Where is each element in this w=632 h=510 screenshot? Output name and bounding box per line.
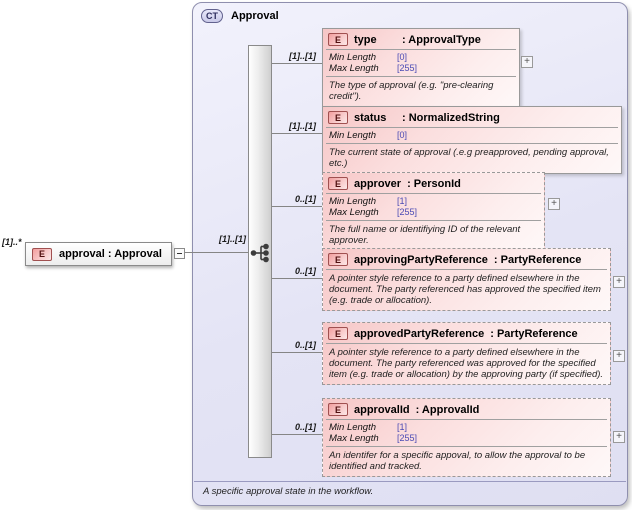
connector-approval-id <box>272 434 322 435</box>
divider <box>326 220 541 221</box>
cardinality-approval-id: 0..[1] <box>294 422 316 432</box>
facet-label: Min Length <box>329 422 377 433</box>
facet-label: Min Length <box>329 52 377 63</box>
element-status-header: E status : NormalizedString <box>323 107 621 127</box>
divider <box>326 143 618 144</box>
element-type[interactable]: E type : ApprovalType Min Length [0] Max … <box>322 28 520 107</box>
element-badge-icon: E <box>328 177 348 190</box>
cardinality-approved-party-reference: 0..[1] <box>294 340 316 350</box>
cardinality-approver: 0..[1] <box>294 194 316 204</box>
element-status[interactable]: E status : NormalizedString Min Length [0… <box>322 106 622 174</box>
element-approved-party-reference-header: E approvedPartyReference : PartyReferenc… <box>323 323 610 343</box>
facets: Min Length [0] <box>323 128 621 143</box>
facet-label: Max Length <box>329 63 379 74</box>
element-annotation: The full name or identifiying ID of the … <box>329 224 521 246</box>
connector-approver <box>272 206 322 207</box>
element-type-ref: : PartyReference <box>493 253 582 266</box>
element-annotation: A pointer style reference to a party def… <box>329 273 601 306</box>
divider <box>326 269 607 270</box>
expand-button-approved-party-reference[interactable]: + <box>613 350 625 362</box>
facet-value: [255] <box>397 207 418 217</box>
expand-button-approving-party-reference[interactable]: + <box>613 276 625 288</box>
connector-type <box>272 63 322 64</box>
expand-button-approval-id[interactable]: + <box>613 431 625 443</box>
element-name: approvalId <box>354 403 410 416</box>
element-name: type <box>354 33 377 46</box>
element-badge-icon: E <box>32 247 52 261</box>
element-approver[interactable]: E approver : PersonId Min Length [1] Max … <box>322 172 545 251</box>
complex-type-header: CT Approval <box>201 9 279 23</box>
facet-label: Min Length <box>329 196 377 207</box>
facet-value: [255] <box>397 433 418 443</box>
facet-label: Max Length <box>329 207 379 218</box>
complex-type-badge: CT <box>201 9 223 23</box>
cardinality-sequence: [1]..[1] <box>219 234 246 244</box>
facets: Min Length [0] Max Length [255] <box>323 50 519 76</box>
minus-icon <box>177 253 182 254</box>
expand-button-type[interactable]: + <box>521 56 533 68</box>
facet-label: Max Length <box>329 433 379 444</box>
divider <box>326 76 516 77</box>
cardinality-status: [1]..[1] <box>289 121 316 131</box>
root-element-approval[interactable]: E approval : Approval <box>25 242 172 266</box>
cardinality-root: [1]..* <box>2 237 22 247</box>
element-approval-id[interactable]: E approvalId : ApprovalId Min Length [1] … <box>322 398 611 477</box>
element-approved-party-reference[interactable]: E approvedPartyReference : PartyReferenc… <box>322 322 611 385</box>
collapse-toggle[interactable] <box>174 248 185 259</box>
expand-button-approver[interactable]: + <box>548 198 560 210</box>
element-annotation: The current state of approval (.e.g prea… <box>329 147 609 169</box>
facets: Min Length [1] Max Length [255] <box>323 194 544 220</box>
element-type-ref: : ApprovalId <box>415 403 480 416</box>
element-approving-party-reference-header: E approvingPartyReference : PartyReferen… <box>323 249 610 269</box>
element-approval-id-header: E approvalId : ApprovalId <box>323 399 610 419</box>
element-name: approver <box>354 177 402 190</box>
element-badge-icon: E <box>328 253 348 266</box>
divider <box>326 127 618 128</box>
facet-value: [1] <box>397 196 408 206</box>
facet-label: Min Length <box>329 130 377 141</box>
sequence-compositor-icon[interactable] <box>250 243 272 263</box>
element-type-ref: : PartyReference <box>490 327 578 340</box>
element-type-ref: : NormalizedString <box>402 111 500 124</box>
facet-value: [255] <box>397 63 418 73</box>
cardinality-type: [1]..[1] <box>289 51 316 61</box>
element-annotation: A pointer style reference to a party def… <box>329 347 604 380</box>
element-type-ref: : ApprovalType <box>402 33 481 46</box>
connector-root-to-sequence <box>185 252 252 253</box>
divider <box>326 193 541 194</box>
facet-value: [1] <box>397 422 408 432</box>
element-type-header: E type : ApprovalType <box>323 29 519 49</box>
element-type-ref: : PersonId <box>407 177 461 190</box>
element-approver-header: E approver : PersonId <box>323 173 544 193</box>
cardinality-approving-party-reference: 0..[1] <box>294 266 316 276</box>
complex-type-title: Approval <box>231 10 279 22</box>
element-name: approvedPartyReference <box>354 327 485 340</box>
root-element-label: approval : Approval <box>59 248 162 260</box>
element-approving-party-reference[interactable]: E approvingPartyReference : PartyReferen… <box>322 248 611 311</box>
element-annotation: An identifer for a specific appoval, to … <box>329 450 586 472</box>
complex-type-annotation: A specific approval state in the workflo… <box>194 481 626 503</box>
element-badge-icon: E <box>328 403 348 416</box>
divider <box>326 49 516 50</box>
facets: Min Length [1] Max Length [255] <box>323 420 610 446</box>
element-name: approvingPartyReference <box>354 253 488 266</box>
element-badge-icon: E <box>328 33 348 46</box>
element-badge-icon: E <box>328 111 348 124</box>
connector-approved-party-reference <box>272 352 322 353</box>
divider <box>326 446 607 447</box>
divider <box>326 343 607 344</box>
connector-status <box>272 133 322 134</box>
divider <box>326 419 607 420</box>
element-annotation: The type of approval (e.g. "pre-clearing… <box>329 80 494 102</box>
facet-value: [0] <box>397 130 408 140</box>
facet-value: [0] <box>397 52 408 62</box>
connector-approving-party-reference <box>272 278 322 279</box>
element-badge-icon: E <box>328 327 348 340</box>
element-name: status <box>354 111 387 124</box>
